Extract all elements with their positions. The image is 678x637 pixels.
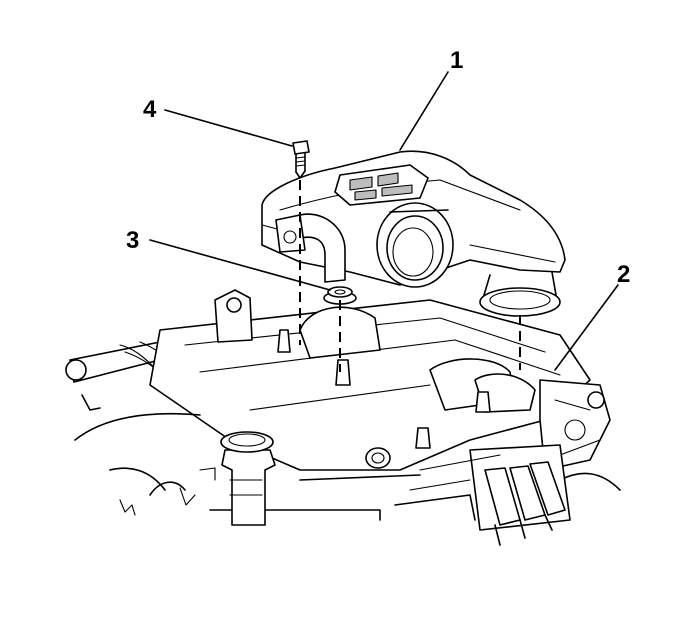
callout-1: 1 xyxy=(450,47,463,74)
callout-3: 3 xyxy=(126,227,139,254)
assembly-lines xyxy=(299,180,521,372)
air-intake-duct xyxy=(261,150,566,317)
bolt xyxy=(292,140,310,179)
leader-line-4 xyxy=(164,109,293,147)
leader-line-1 xyxy=(399,71,449,151)
leader-line-3 xyxy=(149,239,331,291)
leader-line-2 xyxy=(554,284,619,371)
engine-assembly xyxy=(65,289,621,546)
callout-2: 2 xyxy=(617,261,630,288)
leader-lines xyxy=(149,71,619,371)
callout-4: 4 xyxy=(143,96,157,123)
